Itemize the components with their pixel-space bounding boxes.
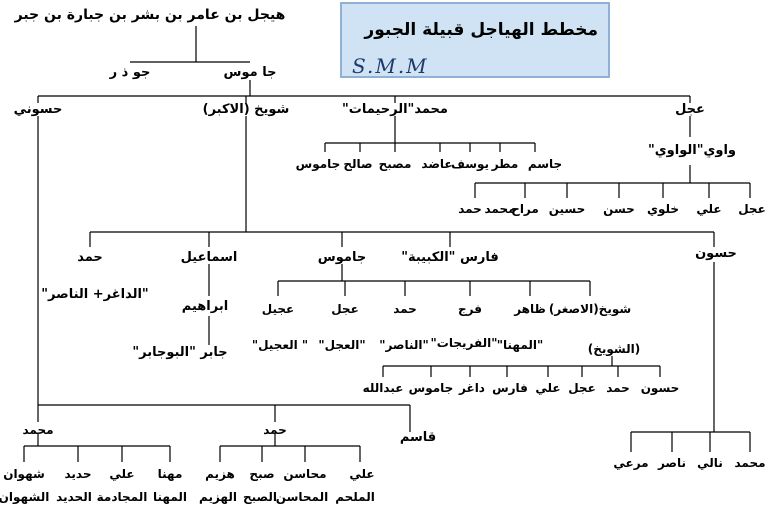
hassoun-child: محمد xyxy=(734,456,766,470)
wawi-child: حسن xyxy=(603,202,635,216)
shwaikh-small-child: حسون xyxy=(640,381,680,395)
hasouni-child-qasim: قاسم xyxy=(399,430,437,445)
shwaikh-small-child: عبدالله xyxy=(362,381,404,395)
node-hamad: حمد xyxy=(77,250,103,265)
node-jaber: جابر "البوجابر" xyxy=(132,345,228,360)
hm-child: علي xyxy=(109,467,135,481)
node-ajal: عجل xyxy=(675,102,705,117)
wawi-child: علي xyxy=(696,202,722,216)
hamad-clan-note: "الداغر+ الناصر" xyxy=(41,287,149,302)
hh-child: هزيم xyxy=(205,467,235,481)
jamous-child: حمد xyxy=(393,302,417,316)
rahimat-child: مطر xyxy=(491,157,519,171)
shwaikh-small-child: علي xyxy=(535,381,561,395)
node-hasouni: حسوني xyxy=(13,102,63,117)
hm-clan: المهنا xyxy=(153,490,187,504)
hassoun-child: ناصر xyxy=(657,456,687,470)
wawi-child: حسين xyxy=(548,202,586,216)
hh-child: علي xyxy=(349,467,375,481)
rahimat-child: جاموس xyxy=(295,157,341,171)
hh-child: صبح xyxy=(249,467,275,481)
hm-clan: المجادمة xyxy=(96,490,148,504)
jamous-child: عجل xyxy=(331,302,359,316)
hm-child: شهوان xyxy=(3,467,45,481)
wawi-child: مراح xyxy=(511,202,539,216)
shwaikh-small-child: داغر xyxy=(459,381,485,395)
jamous-child: عجيل xyxy=(261,302,295,316)
node-wawi: واوي"الواوي" xyxy=(647,143,737,158)
node-hassoun: حسون xyxy=(695,246,737,261)
shwaikh-small-child: فارس xyxy=(492,381,528,395)
node-jamous-2: جاموس xyxy=(317,250,367,265)
node-jamous: جا موس xyxy=(223,65,277,80)
wawi-child: عجل xyxy=(738,202,766,216)
hasouni-child-mohammad: محمد xyxy=(22,423,54,437)
jamous-clan: "المهنا" xyxy=(496,338,544,352)
node-jawthar: جو ذ ر xyxy=(109,65,151,80)
hh-clan: الصبح xyxy=(243,490,277,504)
author-signature: S.M.M xyxy=(352,54,429,78)
hh-clan: المحاسن xyxy=(275,490,329,504)
rahimat-child: صالح xyxy=(343,157,373,171)
rahimat-child: يوسف xyxy=(450,157,490,171)
hassoun-child: نالي xyxy=(697,456,723,470)
rahimat-child: جاسم xyxy=(527,157,563,171)
shwaikh-small-child: عجل xyxy=(568,381,596,395)
jamous-clan: " العجيل" xyxy=(251,338,309,352)
node-ismail: اسماعيل xyxy=(180,250,238,265)
shwaikh-small-child: حمد xyxy=(606,381,630,395)
jamous-clan: "الناصر" xyxy=(379,338,429,352)
node-mohammad-rahimat: محمد"الرحيمات" xyxy=(342,102,448,117)
wawi-child: حمد xyxy=(458,202,482,216)
rahimat-child: مصبح xyxy=(378,157,412,171)
jamous-clan: "العجل" xyxy=(318,338,366,352)
jamous-clan: (الشويخ) xyxy=(587,342,641,356)
node-ibrahim: ابراهيم xyxy=(181,299,229,314)
hasouni-child-hamad: حمد xyxy=(263,423,287,437)
node-shwaikh-elder: شويخ (الاكبر) xyxy=(202,102,290,117)
chart-title: مخطط الهياجل قبيلة الجبور xyxy=(364,20,598,40)
jamous-clan: "الفريجات" xyxy=(430,336,498,350)
hassoun-child: مرعي xyxy=(613,456,649,470)
title-box: مخطط الهياجل قبيلة الجبور S.M.M xyxy=(340,2,610,78)
hm-child: حديد xyxy=(64,467,92,481)
jamous-child: شويخ(الاصغر) xyxy=(548,302,632,316)
hh-clan: الهزيم xyxy=(199,490,237,504)
jamous-child: ظاهر xyxy=(514,302,546,316)
wawi-child: خلوي xyxy=(646,202,680,216)
hm-clan: الشهوان xyxy=(0,490,50,504)
hh-child: محاسن xyxy=(283,467,327,481)
wawi-child: محمد xyxy=(484,202,516,216)
jamous-child: فرج xyxy=(458,302,482,316)
hm-child: مهنا xyxy=(157,467,183,481)
root-ancestor: هيجل بن عامر بن بشر بن جبارة بن جبر xyxy=(14,7,286,23)
rahimat-child: عاضد xyxy=(421,157,453,171)
hm-clan: الحديد xyxy=(56,490,92,504)
node-fares: فارس "الكبيبة" xyxy=(401,250,499,265)
hh-clan: الملحم xyxy=(335,490,375,504)
shwaikh-small-child: جاموس xyxy=(408,381,454,395)
